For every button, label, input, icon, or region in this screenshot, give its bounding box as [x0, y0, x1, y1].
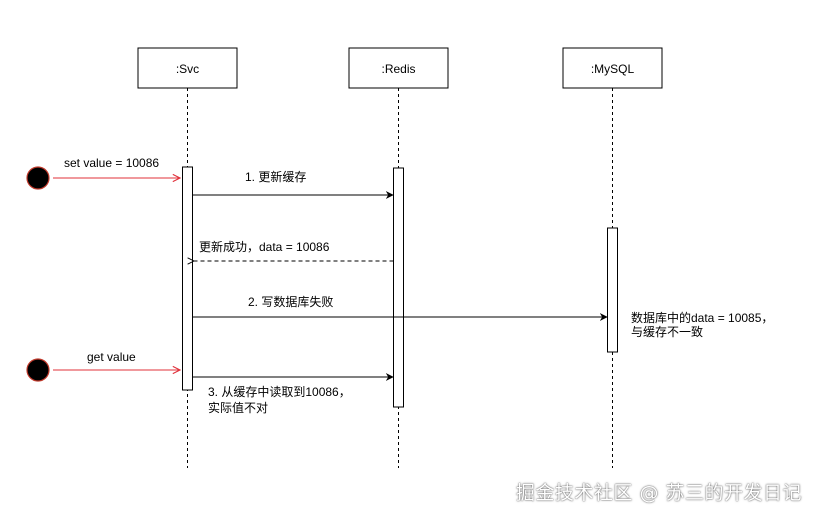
message-write-db-label: 2. 写数据库失败	[248, 294, 333, 309]
participant-redis-label: :Redis	[381, 62, 415, 76]
message-update-cache-label: 1. 更新缓存	[245, 169, 306, 184]
watermark-text: 掘金技术社区 @ 苏三的开发日记	[515, 482, 802, 504]
mysql-note-line1: 数据库中的data = 10085，	[631, 310, 773, 325]
message-read-cache-label-line2: 实际值不对	[208, 400, 268, 415]
participant-redis: :Redis	[348, 47, 449, 89]
set-value-label: set value = 10086	[64, 156, 159, 170]
get-value-label: get value	[87, 350, 136, 364]
participant-svc: :Svc	[137, 47, 238, 89]
initial-state-set-icon	[26, 166, 50, 190]
message-return-label: 更新成功，data = 10086	[199, 239, 330, 254]
activation-redis	[393, 167, 404, 408]
message-read-cache-label-line1: 3. 从缓存中读取到10086，	[208, 384, 351, 399]
participant-mysql-label: :MySQL	[591, 62, 635, 76]
participant-mysql: :MySQL	[562, 47, 663, 89]
mysql-note-line2: 与缓存不一致	[631, 325, 703, 339]
participant-svc-label: :Svc	[176, 62, 199, 76]
initial-state-get-icon	[26, 358, 50, 382]
activation-mysql	[607, 227, 618, 353]
activation-svc	[182, 166, 193, 391]
